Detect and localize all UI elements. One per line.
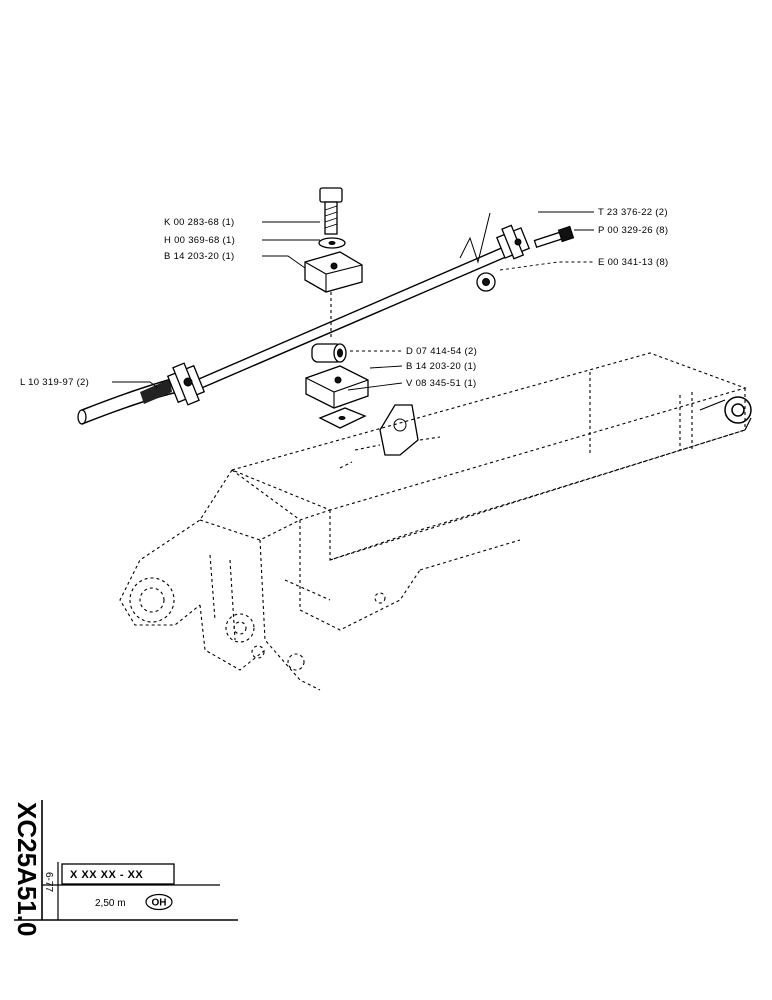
leader-lines (112, 211, 594, 391)
part-label: H 00 369-68 (1) (164, 235, 235, 246)
screw-p (533, 225, 575, 248)
part-label: T 23 376-22 (2) (598, 207, 668, 218)
bushing-d (311, 343, 347, 363)
part-labels: K 00 283-68 (1) H 00 369-68 (1) B 14 203… (20, 207, 669, 389)
right-pipe-clamp (495, 224, 531, 260)
part-label: K 00 283-68 (1) (164, 217, 235, 228)
clamp-block-upper (304, 251, 363, 293)
part-label: B 14 203-20 (1) (406, 361, 477, 372)
clamp-block-lower (305, 365, 369, 409)
serial-pattern: X XX XX - XX (70, 869, 143, 881)
option-code: OH (152, 898, 167, 909)
washer-h (318, 237, 346, 249)
length-value: 2,50 m (95, 898, 126, 909)
part-label: P 00 329-26 (8) (598, 225, 668, 236)
part-label: E 00 341-13 (8) (598, 257, 669, 268)
option-badge (145, 893, 173, 911)
plate-v (318, 407, 367, 429)
boom-arm (119, 352, 752, 691)
left-pipe-clamp (166, 362, 206, 406)
nut-e (476, 272, 496, 292)
part-label: D 07 414-54 (2) (406, 346, 477, 357)
bolt-k (319, 187, 343, 235)
part-label: L 10 319-97 (2) (20, 377, 89, 388)
flexible-hose (77, 377, 179, 425)
hydraulic-pipe (184, 212, 523, 394)
title-block: XC25A51.0 6-77 X XX XX - XX 2,50 m OH (12, 800, 238, 936)
drawing-number: XC25A51.0 (12, 802, 42, 936)
part-label: V 08 345-51 (1) (406, 378, 477, 389)
drawing-date: 6-77 (43, 872, 54, 892)
part-label: B 14 203-20 (1) (164, 251, 235, 262)
